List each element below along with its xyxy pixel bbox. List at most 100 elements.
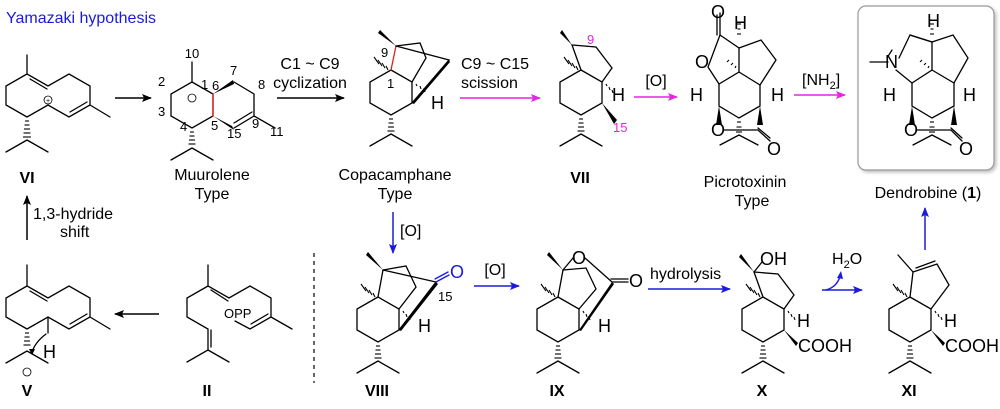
- hash-bond: [188, 131, 196, 145]
- arrow-label: scission: [461, 75, 518, 92]
- hash-bond: [892, 283, 908, 298]
- oxygen-atom: O: [450, 262, 464, 282]
- hydrogen-atom: H: [431, 93, 444, 113]
- carboxyl-group: COOH: [945, 336, 999, 356]
- compound-label-ix: IX: [549, 383, 564, 400]
- arrow-amination: [NH2]: [794, 72, 846, 99]
- compound-label-xi: XI: [901, 383, 916, 400]
- compound-copacamphane: 9 1 H Copacamphane Type: [339, 30, 452, 203]
- oxygen-atom: O: [695, 52, 709, 72]
- hydrogen-atom: H: [598, 316, 611, 336]
- hydrogen-atom: H: [771, 85, 784, 105]
- highlight-box: [857, 5, 995, 171]
- hydrogen-atom: H: [612, 85, 625, 105]
- hash-bond: [906, 345, 914, 359]
- atom-number: 6: [212, 78, 219, 93]
- hash-bond: [563, 56, 579, 71]
- arrow-oxidation-vii: [O]: [634, 73, 678, 101]
- atom-number: 9: [381, 45, 388, 60]
- arrow-label: 1,3-hydride: [33, 206, 113, 223]
- opp-group: OPP: [224, 306, 251, 321]
- arrow-hydride-shift: 1,3-hydride shift: [23, 195, 113, 241]
- oxygen-atom: O: [629, 271, 643, 291]
- atom-number: 3: [158, 104, 165, 119]
- compound-viii: O 15 H VIII: [356, 252, 464, 400]
- charge-symbol: +: [46, 98, 50, 105]
- compound-xi: H COOH XI: [888, 254, 999, 400]
- oxygen-atom: O: [959, 139, 973, 159]
- hash-bond: [402, 310, 411, 321]
- compound-label-vi: VI: [19, 170, 34, 187]
- atom-number: 5: [211, 118, 218, 133]
- arrow-viii-to-ix: [O]: [474, 262, 520, 290]
- hash-bond: [23, 120, 31, 138]
- positive-charge-icon: [187, 93, 197, 103]
- compound-dendrobine: N O O H H H Dendrobine (1): [857, 5, 995, 202]
- atom-number: 9: [252, 116, 259, 131]
- atom-number: 9: [587, 32, 594, 47]
- hash-bond: [415, 83, 426, 93]
- compound-label-picrotoxinin: Picrotoxinin: [704, 174, 787, 191]
- hash-bond: [582, 310, 591, 321]
- hash-bond: [929, 121, 935, 133]
- hydrogen-atom: H: [418, 316, 431, 336]
- compound-ii: OPP II: [186, 264, 293, 400]
- atom-number: 2: [158, 74, 165, 89]
- nitrogen-atom: N: [885, 52, 898, 72]
- hash-bond: [736, 121, 742, 133]
- hydrogen-atom: H: [734, 13, 747, 33]
- atom-number: 7: [230, 63, 237, 78]
- hydrogen-atom: H: [690, 85, 703, 105]
- arrow-dehydration: H2O: [822, 251, 863, 294]
- oxygen-atom: O: [767, 139, 781, 159]
- hash-bond: [787, 310, 796, 321]
- arrow-label: hydrolysis: [650, 266, 721, 283]
- water-label: H2O: [832, 251, 862, 271]
- compound-label-picrotoxinin-type: Type: [735, 193, 770, 210]
- arrow-label: [NH2]: [802, 72, 840, 92]
- hash-bond: [930, 23, 934, 35]
- compound-label-copacamphane: Copacamphane: [339, 167, 452, 184]
- hash-bond: [605, 83, 614, 94]
- hydrogen-atom: H: [944, 311, 957, 331]
- positive-charge-icon: [22, 367, 32, 377]
- atom-number: 15: [227, 126, 241, 141]
- hash-bond: [726, 59, 737, 69]
- arrow-copa-to-viii: [O]: [389, 212, 421, 254]
- hash-bond: [745, 283, 761, 298]
- compound-label-muurolene-type: Type: [195, 186, 230, 203]
- compound-ix: O O H IX: [536, 248, 643, 400]
- compound-label-x: X: [757, 383, 768, 400]
- compound-label-vii: VII: [570, 170, 590, 187]
- arrow-label: cyclization: [273, 75, 347, 92]
- compound-label-ii: II: [203, 383, 212, 400]
- oxygen-atom: O: [572, 248, 586, 268]
- arrow-label: [O]: [484, 262, 505, 279]
- hydrogen-atom: H: [883, 85, 896, 105]
- arrow-label: C9 ~ C15: [461, 56, 529, 73]
- hash-bond: [374, 345, 382, 359]
- hydrogen-atom: H: [797, 311, 810, 331]
- atom-number: 15: [613, 120, 627, 135]
- hash-bond: [737, 23, 741, 35]
- compound-label-muurolene: Muurolene: [174, 167, 250, 184]
- hash-bond: [919, 59, 930, 69]
- arrow-hydrolysis: hydrolysis: [648, 266, 731, 293]
- oxygen-atom: O: [904, 120, 918, 140]
- hash-bond: [934, 310, 943, 321]
- scheme-title: Yamazaki hypothesis: [6, 10, 156, 27]
- atom-number: 11: [270, 124, 284, 139]
- compound-v: H V: [5, 264, 111, 400]
- hash-bond: [373, 56, 389, 71]
- hydrogen-atom: H: [963, 85, 976, 105]
- arrow-label: [O]: [645, 73, 666, 90]
- arrow-label: shift: [60, 224, 90, 241]
- carboxyl-group: COOH: [798, 336, 852, 356]
- compound-picrotoxinin: O O O O H H H Picrotoxinin Type: [690, 2, 786, 210]
- atom-number: 4: [180, 119, 187, 134]
- compound-label-viii: VIII: [365, 383, 389, 400]
- hash-bond: [577, 118, 585, 132]
- hash-bond: [554, 345, 562, 359]
- compound-muurolene: 10 1 2 3 4 5 6 7 8 9 11 15 Muurolene Typ…: [158, 46, 284, 203]
